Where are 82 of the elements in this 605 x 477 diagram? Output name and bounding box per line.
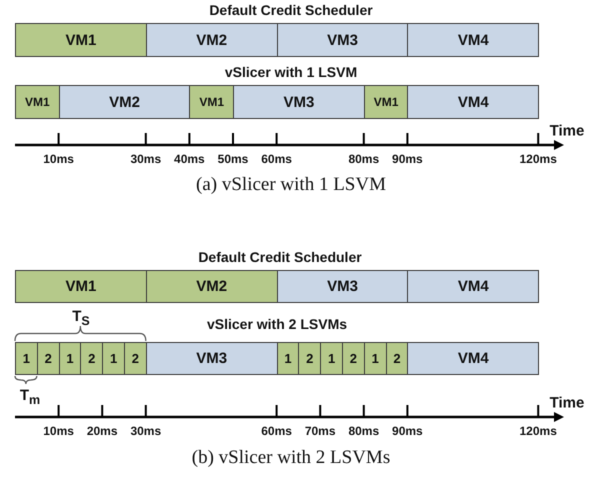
time-slice-bar [36,342,60,375]
time-slice-bar [276,23,408,57]
panel-heading: Default Credit Scheduler [209,2,373,18]
figure-caption: (b) vSlicer with 2 LSVMs [192,447,390,469]
panel-heading: vSlicer with 2 LSVMs [206,316,348,332]
tick-label: 60ms [261,152,292,166]
time-slice-bar [320,342,343,375]
time-slice-bar [58,342,82,375]
tick-label: 30ms [130,424,162,438]
slice-label: 1 [328,351,336,366]
figure-caption: (a) vSlicer with 1 LSVM [196,174,386,196]
time-slice-bar [146,270,278,303]
slice-label: VM4 [458,32,489,48]
tick-label: 80ms [348,152,380,166]
time-slice-bar [407,23,540,57]
tick-label: 90ms [392,424,423,438]
time-slice-bar [342,342,365,375]
panel-heading: vSlicer with 1 LSVM [224,64,358,80]
panel-heading: Default Credit Scheduler [198,249,362,265]
time-slice-bar [386,342,408,375]
tick-label: 50ms [218,152,248,166]
tick-label: 120ms [520,424,557,438]
time-slice-bar [276,342,300,375]
time-slice-bar [364,85,408,119]
time-slice-bar [364,342,387,375]
slice-label: VM3 [196,350,228,367]
time-slice-bar [146,342,278,375]
slice-label: VM1 [199,95,224,109]
tick-label: 80ms [348,424,380,438]
slice-label: 1 [22,351,30,366]
time-slice-bar [298,342,322,375]
tick-label: 20ms [86,424,118,438]
tick-label: 120ms [520,152,557,166]
tick-label: 90ms [392,152,423,166]
slice-label: VM1 [65,32,96,48]
time-slice-bar [15,23,147,57]
slice-label: VM4 [458,350,489,367]
period-symbol: T$_{m}$ [20,387,40,407]
time-slice-bar [407,85,540,119]
tick-label: 70ms [304,424,336,438]
slice-label: 2 [306,351,314,366]
slice-label: VM3 [283,94,314,110]
time-slice-bar [102,342,125,375]
slice-label: VM2 [196,32,228,48]
time-slice-bar [15,85,60,119]
period-symbol: T$_{S}$ [72,308,90,328]
time-slice-bar [407,270,540,303]
slice-label: 2 [350,351,358,366]
slice-label: 1 [110,351,118,366]
time-slice-bar [407,342,540,375]
time-slice-bar [124,342,147,375]
time-slice-bar [80,342,104,375]
slice-label: 1 [372,351,379,366]
time-slice-bar [189,85,234,119]
time-slice-bar [15,270,147,303]
slice-label: VM4 [458,94,489,110]
axis-title: Time [550,122,584,140]
time-slice-bar [276,270,408,303]
tick-label: 40ms [174,152,205,166]
slice-label: VM1 [65,278,96,295]
slice-label: VM3 [327,32,358,48]
slice-label: VM1 [24,95,50,109]
slice-label: 2 [44,351,52,366]
slice-label: VM4 [458,278,489,295]
time-slice-bar [58,85,190,119]
slice-label: 2 [88,351,96,366]
slice-label: 2 [393,351,401,366]
slice-label: VM2 [196,278,228,295]
slice-label: 2 [132,351,140,366]
slice-label: 1 [284,351,292,366]
axis-title: Time [550,394,584,412]
slice-label: 1 [66,351,74,366]
tick-label: 30ms [130,152,162,166]
tick-label: 10ms [43,424,74,438]
tick-label: 60ms [261,424,292,438]
slice-label: VM3 [327,278,358,295]
tick-label: 10ms [43,152,74,166]
time-slice-bar [146,23,278,57]
slice-label: VM1 [374,95,398,109]
time-slice-bar [233,85,365,119]
time-slice-bar [15,342,38,375]
slice-label: VM2 [109,94,140,110]
